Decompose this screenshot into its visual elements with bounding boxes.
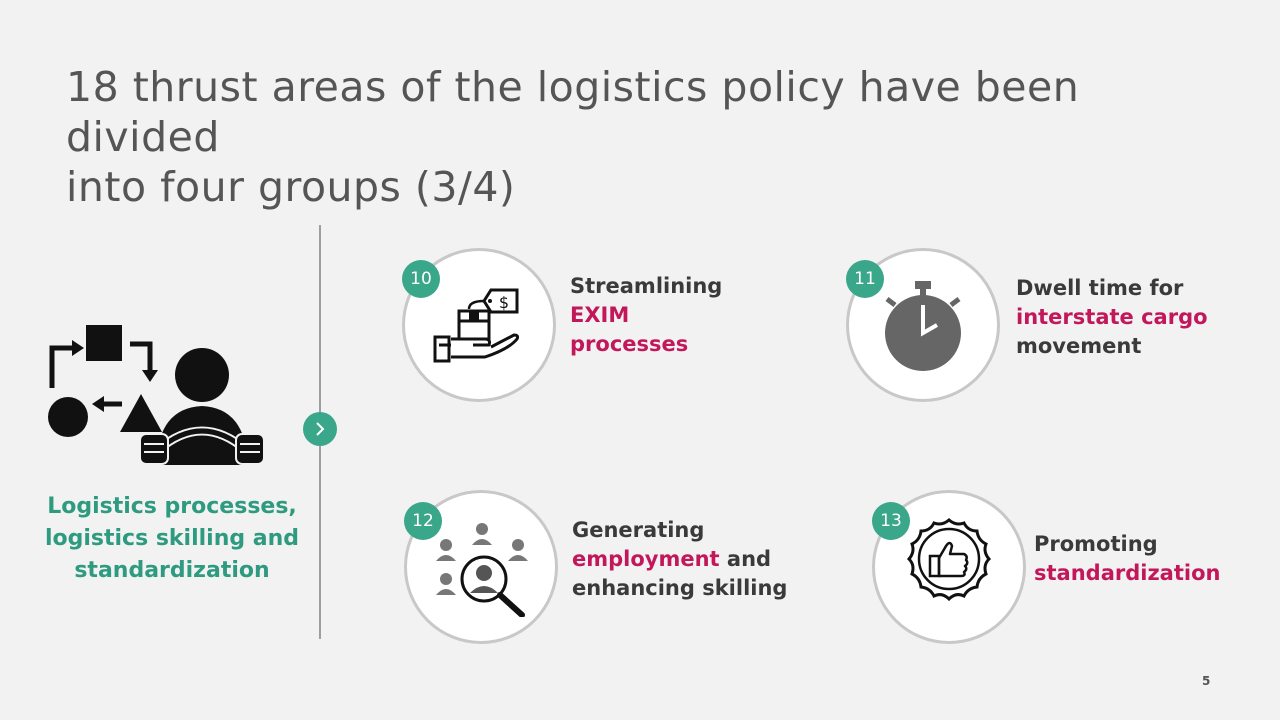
process-flow-driver-icon bbox=[44, 320, 269, 470]
slide-title-line-1: 18 thrust areas of the logistics policy … bbox=[66, 63, 1080, 161]
item-text-line-1: Streamlining bbox=[570, 274, 723, 298]
group-label: Logistics processes, logistics skilling … bbox=[30, 491, 314, 587]
item-text-highlight: interstate cargo bbox=[1016, 305, 1208, 329]
chevron-right-button[interactable] bbox=[303, 412, 337, 446]
stopwatch-icon bbox=[885, 281, 961, 371]
item-text-highlight: employment bbox=[572, 547, 720, 571]
item-number-badge: 10 bbox=[402, 260, 440, 298]
item-text-line-3: movement bbox=[1016, 334, 1142, 358]
item-text-line-1: Promoting bbox=[1034, 532, 1158, 556]
group-label-line-3: standardization bbox=[74, 558, 270, 583]
item-number-badge: 12 bbox=[404, 502, 442, 540]
item-number-badge: 11 bbox=[846, 260, 884, 298]
item-text: Generating employment and enhancing skil… bbox=[572, 516, 787, 603]
item-text: Streamlining EXIM processes bbox=[570, 272, 722, 359]
hand-package-price-tag-icon: $ bbox=[433, 288, 520, 363]
item-text-line-1: Generating bbox=[572, 518, 705, 542]
item-text-highlight: EXIM bbox=[570, 303, 630, 327]
chevron-right-icon bbox=[316, 422, 325, 436]
item-text-line-2: employment and bbox=[572, 545, 787, 574]
svg-text:$: $ bbox=[499, 293, 509, 312]
item-number-badge: 13 bbox=[872, 502, 910, 540]
slide-title-line-2: into four groups (3/4) bbox=[66, 163, 516, 211]
item-text-highlight: standardization bbox=[1034, 561, 1221, 585]
people-magnifier-icon bbox=[436, 523, 528, 617]
thumbs-up-badge-icon bbox=[906, 518, 992, 602]
item-text: Promoting standardization bbox=[1034, 530, 1220, 588]
item-text: Dwell time for interstate cargo movement bbox=[1016, 274, 1208, 361]
item-text-line-2-rest: and bbox=[719, 547, 772, 571]
group-label-line-2: logistics skilling and bbox=[44, 526, 300, 551]
item-text-line-3: enhancing skilling bbox=[572, 576, 788, 600]
page-number: 5 bbox=[1202, 674, 1211, 688]
item-text-line-1: Dwell time for bbox=[1016, 276, 1184, 300]
group-label-line-1: Logistics processes, bbox=[47, 494, 297, 519]
item-text-highlight: processes bbox=[570, 332, 689, 356]
slide-title: 18 thrust areas of the logistics policy … bbox=[66, 62, 1226, 212]
